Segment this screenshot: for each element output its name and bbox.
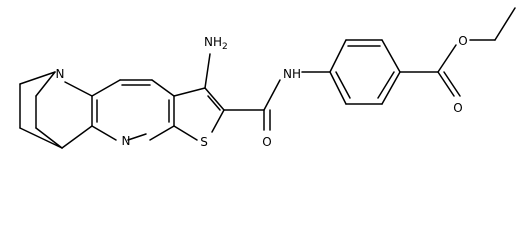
atom-labels: N N S NH2 O NH O O	[56, 34, 468, 149]
amino-subscript-text: 2	[222, 42, 228, 52]
atom-o-ester-ether: O	[458, 34, 467, 48]
atom-s-thiophene: S	[200, 135, 208, 149]
atom-o-amide: O	[262, 135, 271, 149]
atom-nh2-amino: NH2	[204, 35, 228, 52]
chemical-structure: N N S NH2 O NH O O	[19, 7, 516, 149]
atom-n-bridge: N	[56, 67, 65, 81]
bond-lines	[19, 7, 516, 149]
atom-nh-amide: NH	[283, 67, 301, 81]
amino-nh-text: NH	[204, 35, 222, 49]
atom-o-ester-carbonyl: O	[453, 101, 462, 115]
atom-n-pyridine: N	[122, 134, 131, 148]
